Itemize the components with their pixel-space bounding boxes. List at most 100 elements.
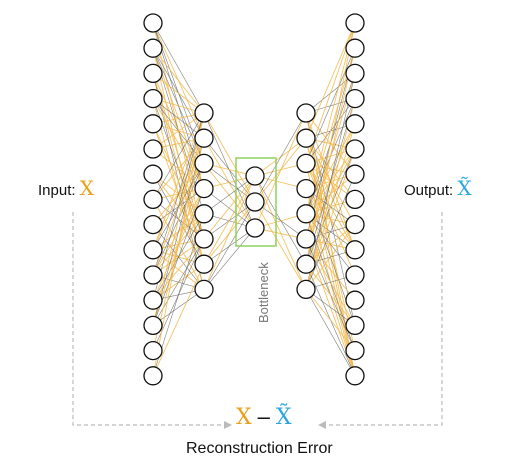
encoder-hidden-layer-neuron: [194, 229, 214, 249]
connection-line: [203, 188, 256, 229]
connection-line: [305, 48, 356, 164]
connection-line: [152, 112, 205, 326]
connection-line: [152, 73, 205, 114]
input-layer-neuron: [143, 139, 163, 159]
input-layer-neuron: [143, 114, 163, 134]
input-dashed-path: [72, 212, 228, 426]
connection-line: [152, 138, 205, 326]
encoder-hidden-layer-neuron: [194, 204, 214, 224]
output-layer-neuron: [345, 214, 365, 235]
connection-line: [305, 174, 356, 290]
reconstruction-error-label: Reconstruction Error: [186, 440, 333, 457]
input-layer-neuron: [143, 290, 163, 310]
connection-line: [203, 175, 256, 290]
connection-line: [152, 289, 205, 326]
connection-line: [254, 112, 307, 229]
input-layer-neuron: [143, 164, 163, 184]
bottleneck-box: [235, 157, 277, 247]
input-prefix: Input:: [38, 182, 76, 199]
output-layer-neuron: [345, 13, 365, 33]
connection-line: [305, 22, 356, 139]
connection-line: [203, 163, 256, 229]
output-layer-neuron: [345, 38, 365, 58]
connection-line: [203, 175, 256, 265]
encoder-hidden-layer-neuron: [194, 254, 214, 274]
encoder-hidden-layer-neuron: [194, 178, 214, 199]
output-prefix: Output:: [404, 182, 454, 199]
connection-line: [254, 175, 307, 290]
connection-line: [254, 201, 307, 290]
output-layer-neuron: [345, 88, 365, 109]
reconstruction-formula: X–X̃: [236, 404, 292, 430]
connection-line: [305, 263, 356, 326]
connection-line: [305, 224, 356, 290]
input-label: Input: X: [38, 176, 94, 200]
connection-line: [152, 238, 205, 326]
connection-line: [305, 123, 356, 215]
connection-line: [203, 175, 256, 240]
input-layer-neuron: [143, 88, 163, 109]
output-layer-neuron: [345, 265, 365, 285]
bottleneck-layer-neuron: [245, 166, 265, 186]
neurons: [143, 13, 365, 386]
output-layer-neuron: [345, 189, 365, 210]
input-symbol: X: [79, 176, 94, 200]
formula-minus: –: [257, 404, 270, 429]
output-layer-neuron: [345, 240, 365, 260]
output-layer-neuron: [345, 366, 365, 386]
decoder-hidden-layer-neuron: [296, 279, 316, 300]
connection-line: [152, 112, 205, 200]
output-layer-neuron: [345, 340, 365, 361]
connection-line: [203, 227, 256, 290]
input-layer-neuron: [143, 340, 163, 361]
decoder-hidden-layer-neuron: [296, 229, 316, 249]
connection-line: [152, 22, 205, 114]
connection-line: [203, 175, 256, 215]
bottleneck-layer-neuron: [245, 192, 265, 212]
output-label: Output: X̃: [404, 176, 472, 200]
input-layer-neuron: [143, 189, 163, 210]
formula-x-tilde: X̃: [275, 405, 292, 430]
decoder-hidden-layer-neuron: [296, 153, 316, 174]
encoder-hidden-layer-neuron: [194, 103, 214, 123]
reconstruction-arrows: [72, 212, 443, 429]
encoder-hidden-layer-neuron: [194, 128, 214, 148]
input-layer-neuron: [143, 366, 163, 386]
input-layer-neuron: [143, 315, 163, 336]
connection-line: [305, 289, 356, 376]
input-layer-neuron: [143, 265, 163, 285]
input-arrow-head: [224, 421, 232, 429]
connection-line: [305, 289, 356, 326]
connection-line: [254, 112, 307, 203]
input-layer-neuron: [143, 240, 163, 260]
output-layer-neuron: [345, 290, 365, 310]
connection-line: [305, 73, 356, 290]
output-layer-neuron: [345, 315, 365, 336]
connection-line: [203, 201, 256, 290]
connection-line: [305, 48, 356, 265]
output-symbol: X̃: [457, 176, 472, 200]
connection-line: [152, 47, 205, 114]
connection-line: [305, 289, 356, 351]
output-dashed-path: [323, 212, 443, 426]
decoder-hidden-layer-neuron: [296, 204, 316, 224]
input-layer-neuron: [143, 13, 163, 33]
output-layer-neuron: [345, 164, 365, 184]
connection-line: [152, 112, 205, 150]
connection-line: [152, 264, 205, 376]
decoder-hidden-layer-neuron: [296, 178, 316, 199]
encoder-hidden-layer-neuron: [194, 153, 214, 174]
output-layer-neuron: [345, 114, 365, 134]
connection-line: [305, 22, 356, 265]
connection-line: [305, 22, 356, 214]
input-layer-neuron: [143, 63, 163, 84]
input-layer-neuron: [143, 38, 163, 58]
connection-line: [305, 238, 356, 301]
bottleneck-layer-neuron: [245, 218, 265, 238]
decoder-hidden-layer-neuron: [296, 103, 316, 123]
output-layer-neuron: [345, 139, 365, 159]
connection-line: [152, 112, 205, 301]
connection-line: [305, 98, 356, 290]
connection-line: [152, 112, 205, 376]
